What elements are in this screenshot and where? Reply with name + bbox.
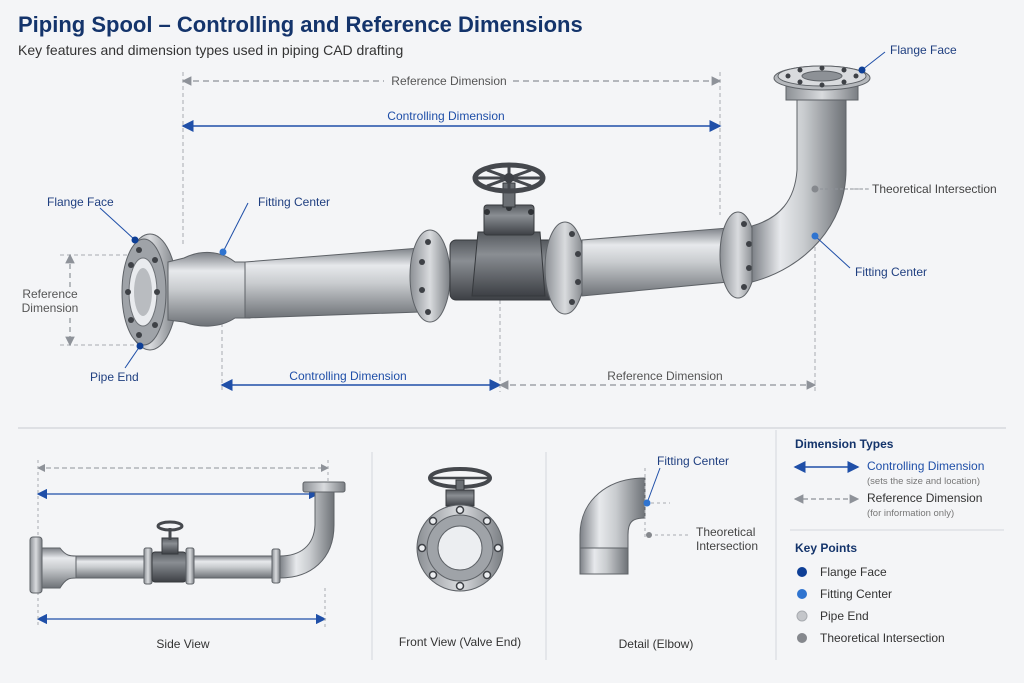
legend-key-points-title: Key Points <box>795 541 857 555</box>
reference-dimension-top-label: Reference Dimension <box>391 74 506 88</box>
legend-reference-label: Reference Dimension <box>867 491 982 505</box>
elbow <box>751 99 847 283</box>
theoretical-intersection-point <box>811 185 819 193</box>
flange-face-right-label: Flange Face <box>890 43 957 57</box>
fitting-center-point-right <box>811 232 819 240</box>
side-view-label: Side View <box>156 637 209 651</box>
legend-controlling-note: (sets the size and location) <box>867 476 980 487</box>
controlling-dimension-bottom-label: Controlling Dimension <box>289 369 406 383</box>
main-pipe-run <box>121 65 871 351</box>
legend-point-pipe-end: Pipe End <box>820 609 869 623</box>
theoretical-intersection-label: Theoretical Intersection <box>872 182 997 196</box>
reference-dimension-bottom-label: Reference Dimension <box>607 369 722 383</box>
fitting-center-point-left <box>219 248 227 256</box>
controlling-dimension-top-label: Controlling Dimension <box>387 109 504 123</box>
detail-theoretical-intersection-label-1: Theoretical <box>696 525 755 539</box>
pipe-end-label: Pipe End <box>90 370 139 384</box>
detail-theoretical-intersection-label-2: Intersection <box>696 539 758 553</box>
reference-dimension-left-label-2: Dimension <box>22 301 79 315</box>
legend-point-fitting-center: Fitting Center <box>820 587 892 601</box>
legend-reference-note: (for information only) <box>867 508 954 519</box>
valve-handwheel <box>472 162 546 194</box>
fitting-center-left-label: Fitting Center <box>258 195 330 209</box>
legend-point-flange-face: Flange Face <box>820 565 887 579</box>
pipe-end-point <box>136 342 144 350</box>
detail-fitting-center-label: Fitting Center <box>657 454 729 468</box>
legend-dot-fitting-center <box>797 589 807 599</box>
callout-leaders <box>99 51 886 369</box>
front-view-label: Front View (Valve End) <box>399 635 521 649</box>
legend: Dimension Types Controlling Dimension (s… <box>790 437 1004 645</box>
legend-controlling-label: Controlling Dimension <box>867 459 984 473</box>
flange-face-left-label: Flange Face <box>47 195 114 209</box>
legend-dot-theoretical-intersection <box>797 633 807 643</box>
fitting-center-right-label: Fitting Center <box>855 265 927 279</box>
side-view <box>29 460 346 628</box>
detail-view-label: Detail (Elbow) <box>619 637 694 651</box>
detail-fitting-center-point <box>643 499 651 507</box>
page-title: Piping Spool – Controlling and Reference… <box>18 12 583 37</box>
legend-dimension-types-title: Dimension Types <box>795 437 894 451</box>
legend-dot-pipe-end <box>796 610 808 622</box>
detail-theoretical-intersection-point <box>646 532 652 538</box>
page-subtitle: Key features and dimension types used in… <box>18 42 404 58</box>
flange-face-point-left <box>131 236 139 244</box>
front-view <box>416 467 504 592</box>
detail-elbow <box>579 467 690 575</box>
reference-dimension-left-label-1: Reference <box>22 287 78 301</box>
legend-point-theoretical-intersection: Theoretical Intersection <box>820 631 945 645</box>
legend-dot-flange-face <box>797 567 807 577</box>
flange-face-point-right <box>858 66 866 74</box>
